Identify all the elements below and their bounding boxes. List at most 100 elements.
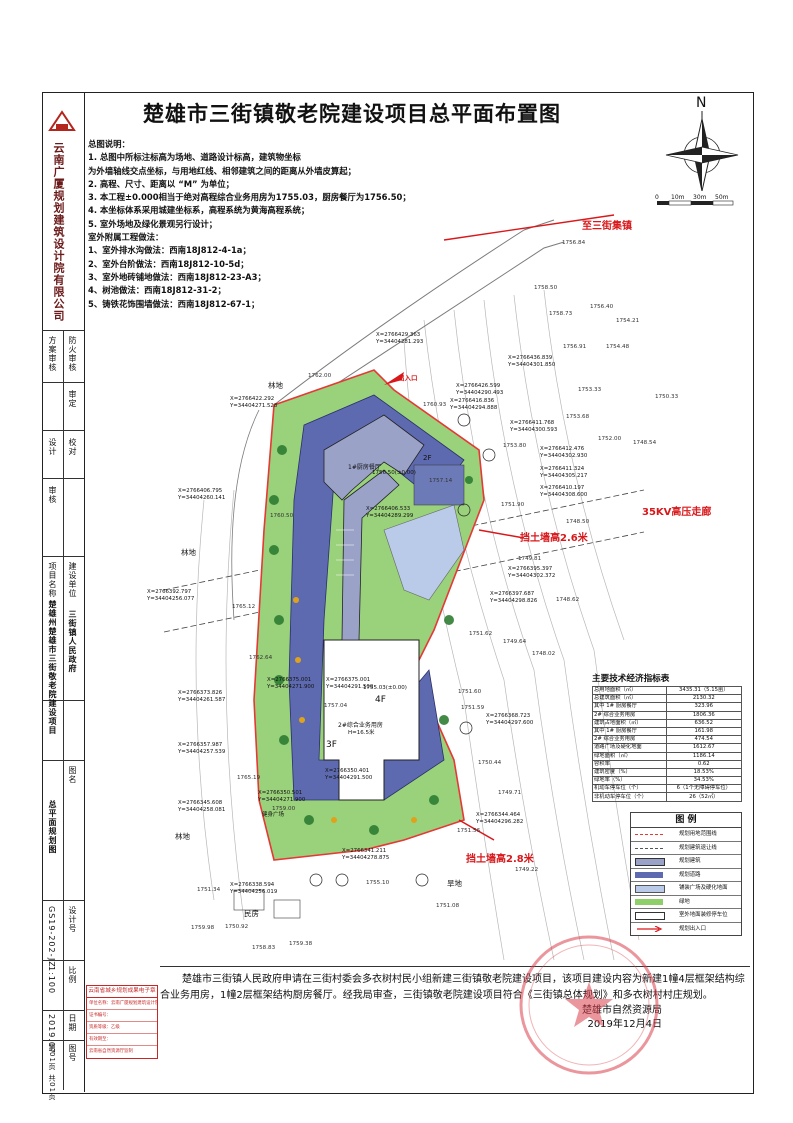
scale-label: 30m <box>693 194 707 201</box>
tb-label-review: 审核 <box>48 486 57 504</box>
tb-label-check: 校对 <box>68 438 77 456</box>
elevation: 1762.64 <box>249 655 273 661</box>
elevation: 1765.19 <box>237 775 261 781</box>
legend-item: 规划出入口 <box>631 923 741 936</box>
indicators-table: 主要技术经济指标表 总用地面积（㎡）3435.31（5.15亩） 总建筑面积（㎡… <box>592 672 743 802</box>
north-label: N <box>696 95 707 111</box>
table-row: 机动车停车位（个）6（1个无障碍停车位） <box>592 784 743 794</box>
elevation: 1754.48 <box>606 344 630 350</box>
legend-title: 图 例 <box>631 813 741 828</box>
notes-heading: 总图说明： <box>88 139 130 149</box>
label-houses: 民房 <box>244 909 259 918</box>
label-woodland: 林地 <box>175 832 190 841</box>
table-row: 建筑密度（%）18.53% <box>592 767 743 778</box>
kitchen-building <box>323 414 425 501</box>
elevation: 1748.62 <box>556 597 580 603</box>
elevation: 1753.80 <box>503 443 527 449</box>
elevation: 1758.83 <box>252 945 276 951</box>
elevation: 1756.91 <box>563 344 587 350</box>
legend-item: 室外地面装修停车位 <box>631 909 741 923</box>
note-line: 为外墙轴线交点坐标，与用地红线、相邻建筑之间的距离从外墙皮算起； <box>88 165 356 176</box>
note-line: 1、室外排水沟做法：西南18J812-4-1a； <box>88 245 251 256</box>
elevation: 1750.33 <box>655 394 679 400</box>
elevation: 1750.92 <box>225 924 249 930</box>
tb-label-scale: 比例 <box>68 966 77 984</box>
elevation: 1748.54 <box>633 440 657 446</box>
note-line: 3. 本工程±0.000相当于绝对高程综合业务用房为1755.03，厨房餐厅为1… <box>88 192 411 203</box>
note-line: 2. 高程、尺寸、距离以 “M” 为单位； <box>88 178 234 189</box>
elevation: 1756.40 <box>590 304 614 310</box>
approval-date: 2019年12月4日 <box>587 1019 662 1030</box>
legend-item: 规划建筑 <box>631 855 741 869</box>
elevation: 1759.00 <box>272 806 296 812</box>
company-name: 云南广厦规划建筑设计院有限公司 <box>52 142 65 322</box>
elevation: 1748.02 <box>532 651 556 657</box>
label-wall-1: 挡土墙高2.6米 <box>520 533 588 544</box>
note-line: 4、树池做法：西南18J812-31-2； <box>88 285 226 296</box>
indicators-title: 主要技术经济指标表 <box>592 674 670 684</box>
north-arrow-icon: N <box>662 95 742 215</box>
table-row: 绿地面积（㎡）1186.14 <box>592 751 743 761</box>
label-main-elev: 1755.03(±0.00) <box>363 685 407 691</box>
elevation: 1749.22 <box>515 867 539 873</box>
site-plan <box>163 214 644 960</box>
label-height: H=16.5米 <box>348 730 375 736</box>
note-line: 1. 总图中所标注标高为场地、道路设计标高，建筑物坐标 <box>88 152 301 163</box>
elevation: 1759.38 <box>289 941 313 947</box>
tb-label-sheet: 图号 <box>68 1044 77 1062</box>
table-row: 总建筑面积（㎡）2130.32 <box>592 694 743 704</box>
tb-label-approve: 审定 <box>68 390 77 408</box>
tb-scale: 1:100 <box>47 966 56 995</box>
label-entrance: 出入口 <box>398 374 418 382</box>
tb-label-no: 设计号 <box>68 906 77 933</box>
title-block <box>42 92 85 1092</box>
table-row: 非机动车停车位（个）26（52㎡） <box>592 792 743 802</box>
elevation: 1760.93 <box>423 402 447 408</box>
general-notes: 总图说明： 1. 总图中所标注标高为场地、道路设计标高，建筑物坐标 为外墙轴线交… <box>88 138 411 311</box>
elevation: 1749.81 <box>518 556 542 562</box>
company-logo <box>47 108 77 136</box>
elevation: 1759.98 <box>191 925 215 931</box>
note-line: 4. 本坐标体系采用城建坐标系，高程系统为黄海高程系统； <box>88 205 310 216</box>
tb-label-client: 建设单位 <box>68 562 77 598</box>
elevation: 1765.12 <box>232 604 256 610</box>
legend-item: 铺装广场及硬化地面 <box>631 882 741 896</box>
elevation: 1756.84 <box>562 240 586 246</box>
tb-label-project: 项目名称 <box>48 562 57 598</box>
label-dryland: 旱地 <box>447 879 462 888</box>
elevation: 1752.00 <box>598 436 622 442</box>
label-floors-2f: 2F <box>423 454 432 462</box>
legend: 图 例 规划用地范围线 规划建筑退让线 规划建筑 规划道路 铺装广场及硬化地面 … <box>630 812 742 936</box>
scale-label: 50m <box>715 194 729 201</box>
tb-label-design: 设计 <box>48 438 57 456</box>
elevation: 1751.62 <box>469 631 493 637</box>
official-seal-icon <box>519 935 659 1075</box>
table-row: 总用地面积（㎡）3435.31（5.15亩） <box>592 685 743 696</box>
approval-statement: 楚雄市三街镇人民政府申请在三街村委会多衣树村民小组新建三街镇敬老院建设项目，该项… <box>160 966 750 1032</box>
elevation: 1758.73 <box>549 311 573 317</box>
